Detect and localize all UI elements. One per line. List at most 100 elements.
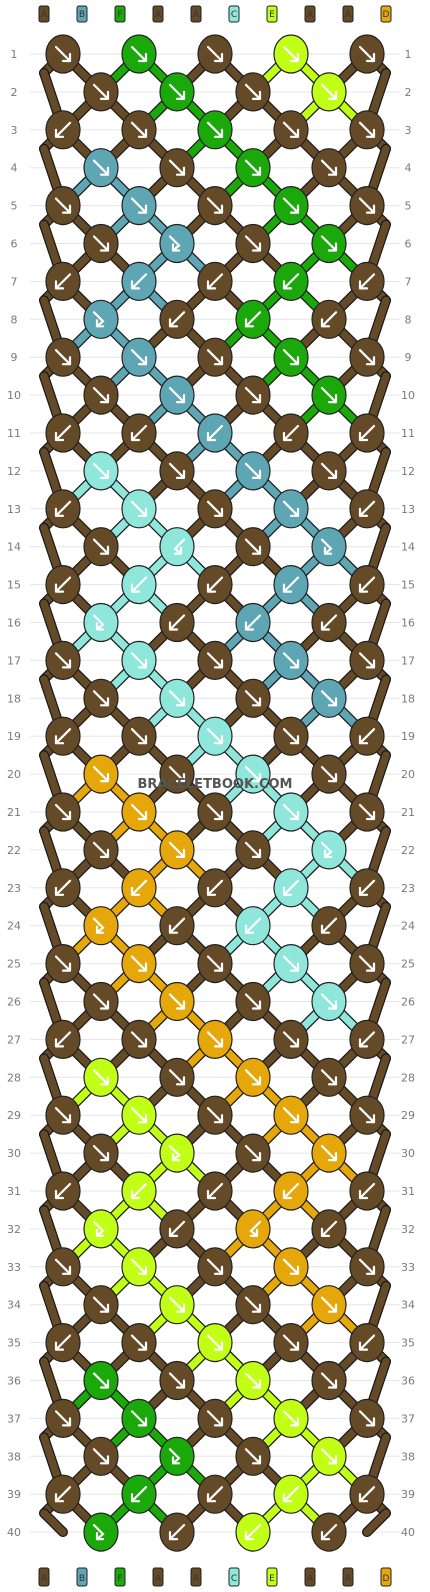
knot-direction-arrow-icon (358, 803, 376, 821)
knot (83, 1133, 119, 1173)
knot-direction-arrow-icon (358, 121, 376, 138)
knot-direction-arrow-icon (168, 1069, 186, 1086)
knot (121, 792, 157, 832)
knot-direction-arrow-icon (130, 879, 148, 896)
knot-direction-arrow-icon (282, 1410, 300, 1427)
knot-direction-arrow-icon (168, 1220, 186, 1237)
strand-tab-bottom (114, 1567, 126, 1587)
knot-direction-arrow-icon (282, 1258, 300, 1275)
row-number-left: 7 (11, 275, 18, 288)
strand-letter-bottom: A (193, 1574, 200, 1584)
knot (235, 1057, 271, 1097)
row-number-right: 11 (401, 427, 415, 440)
knot (159, 223, 195, 264)
knot (235, 527, 271, 567)
knot (311, 981, 347, 1022)
row-number-right: 40 (401, 1526, 415, 1539)
knot (197, 1398, 233, 1439)
knot (121, 943, 157, 984)
knot-direction-arrow-icon (282, 500, 300, 517)
knot (349, 261, 385, 301)
knot (83, 602, 119, 643)
knot (159, 148, 195, 188)
knot-direction-arrow-icon (54, 879, 72, 896)
strand-tab-top (38, 5, 50, 23)
row-number-right: 30 (401, 1147, 415, 1160)
knot-direction-arrow-icon (92, 538, 110, 555)
strand-letter-top: A (41, 10, 48, 20)
knot (235, 602, 271, 643)
knot-direction-arrow-icon (168, 159, 186, 176)
row-number-right: 18 (401, 692, 415, 705)
knot-direction-arrow-icon (168, 690, 186, 707)
row-number-left: 3 (11, 124, 18, 137)
row-number-right: 33 (401, 1261, 415, 1274)
knot (273, 868, 309, 908)
knot (197, 1171, 233, 1211)
knot-direction-arrow-icon (320, 614, 338, 631)
row-number-left: 21 (7, 806, 21, 819)
knot-direction-arrow-icon (244, 841, 262, 858)
knot-direction-arrow-icon (358, 1410, 376, 1427)
knot-direction-arrow-icon (130, 424, 148, 442)
knot-direction-arrow-icon (92, 841, 110, 858)
row-number-right: 25 (401, 958, 415, 971)
row-number-left: 16 (7, 617, 21, 630)
row-number-left: 27 (7, 1033, 21, 1046)
knot-direction-arrow-icon (244, 993, 262, 1010)
knot (83, 72, 119, 112)
strand-letter-bottom: B (79, 1574, 85, 1584)
knot-direction-arrow-icon (92, 917, 105, 934)
knot (45, 564, 81, 605)
knot (159, 678, 195, 718)
strand-letter-bottom: C (231, 1574, 237, 1584)
knot (83, 678, 119, 718)
knot (273, 1474, 309, 1514)
strand-letter-bottom: A (155, 1574, 162, 1584)
thread-segment (363, 1509, 390, 1536)
row-number-right: 8 (405, 313, 412, 326)
knot-direction-arrow-icon (320, 993, 338, 1010)
row-number-left: 32 (7, 1223, 21, 1236)
knot (159, 981, 195, 1022)
knot (197, 1247, 233, 1287)
row-number-left: 17 (7, 654, 21, 667)
row-number-left: 20 (7, 768, 21, 781)
knot (197, 110, 233, 150)
knot (159, 1285, 195, 1325)
knot (235, 1360, 271, 1401)
knot-direction-arrow-icon (358, 273, 376, 290)
row-number-left: 30 (7, 1147, 21, 1160)
knot-direction-arrow-icon (130, 349, 148, 366)
knot (273, 110, 309, 150)
knot (273, 943, 309, 984)
row-number-right: 9 (405, 351, 412, 364)
knot (349, 1474, 385, 1514)
knot (45, 1474, 81, 1514)
strand-tab-bottom (38, 1567, 50, 1587)
knot (45, 1398, 81, 1439)
knot-direction-arrow-icon (168, 614, 186, 631)
knot (311, 1360, 347, 1401)
row-number-left: 28 (7, 1071, 21, 1084)
knot-direction-arrow-icon (206, 1258, 224, 1275)
knot-direction-arrow-icon (92, 387, 110, 404)
knot-direction-arrow-icon (244, 538, 262, 555)
knot (83, 906, 119, 946)
row-number-right: 6 (405, 238, 412, 251)
knot-direction-arrow-icon (358, 576, 376, 593)
knot (83, 223, 119, 264)
strand-tab-top (228, 5, 240, 23)
strand-tab-top (380, 5, 392, 23)
knot-direction-arrow-icon (358, 1107, 376, 1124)
row-number-left: 14 (7, 541, 21, 554)
knot (197, 489, 233, 529)
knot (311, 72, 347, 112)
row-number-right: 10 (401, 389, 415, 402)
knot-direction-arrow-icon (320, 766, 338, 783)
knot-direction-arrow-icon (244, 917, 262, 934)
knot (45, 792, 81, 832)
knot (235, 1133, 271, 1173)
knot (159, 1436, 195, 1476)
